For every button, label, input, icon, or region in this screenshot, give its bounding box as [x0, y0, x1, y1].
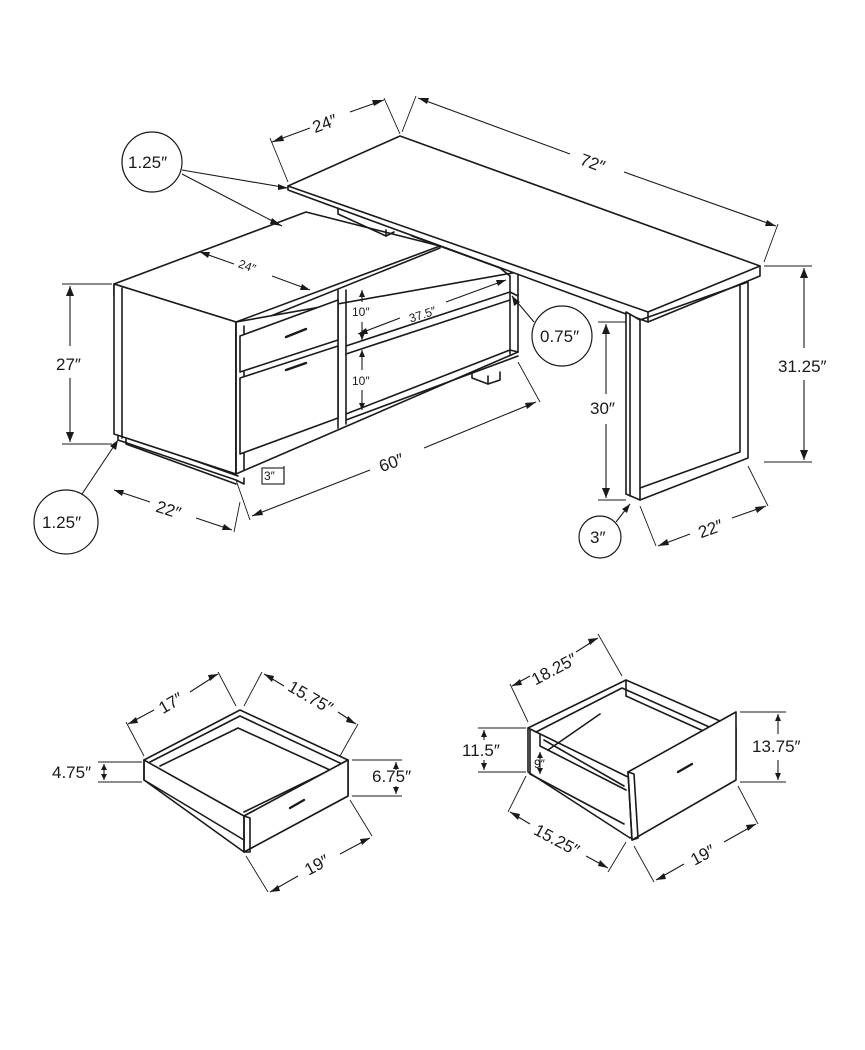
dim-cabinet-side-depth: 22″ — [113, 489, 241, 533]
label-shelf-thickness: 0.75″ — [540, 327, 579, 346]
label-file-front-width: 19″ — [687, 841, 718, 869]
label-file-front-height: 13.75″ — [752, 737, 801, 756]
label-cabinet-side-depth: 22″ — [154, 497, 184, 523]
callout-leg-width: 3″ — [578, 503, 631, 559]
label-cabinet-height: 27″ — [56, 355, 81, 374]
label-small-front-height: 6.75″ — [372, 767, 411, 786]
dim-file-front-height: 13.75″ — [740, 711, 801, 783]
dim-cabinet-height: 27″ — [56, 283, 112, 445]
dim-knee-height: 30″ — [590, 321, 626, 501]
desk-drawing: 24″ 72″ 1.25″ 24″ — [33, 95, 827, 559]
dim-cabinet-depth: 24″ — [199, 251, 311, 291]
label-small-side-height: 4.75″ — [52, 763, 91, 782]
callout-top-thickness: 1.25″ — [121, 131, 289, 227]
dim-small-side-height: 4.75″ — [52, 761, 142, 783]
label-leg-clearance: 3″ — [264, 469, 276, 483]
small-drawer-drawing: 17″ 15.75″ 4.75″ 6 — [52, 671, 411, 893]
label-top-thickness: 1.25″ — [128, 153, 167, 172]
dim-leg-depth: 22″ — [639, 465, 769, 547]
label-knee-height: 30″ — [590, 399, 615, 418]
dim-overall-height: 31.25″ — [764, 265, 827, 463]
label-top-length: 72″ — [578, 150, 608, 176]
dim-leg-clearance: 3″ — [261, 466, 285, 485]
dim-file-side-height: 11.5″ — [462, 727, 526, 773]
cabinet-body — [113, 211, 519, 475]
label-overall-height: 31.25″ — [778, 357, 827, 376]
dim-shelf-upper: 10″ — [352, 290, 370, 340]
label-small-front-width: 19″ — [301, 851, 332, 879]
desk-leg-right — [625, 281, 749, 501]
label-file-side-height: 11.5″ — [462, 741, 500, 760]
label-leg-depth: 22″ — [696, 516, 726, 542]
dim-small-front-height: 6.75″ — [352, 759, 411, 797]
label-cabinet-length: 60″ — [376, 450, 406, 476]
label-shelf-upper: 10″ — [352, 305, 370, 319]
label-file-inner-height: 9″ — [534, 757, 546, 771]
label-cabinet-depth: 24″ — [236, 257, 258, 276]
callout-base-thickness: 1.25″ — [33, 439, 119, 555]
label-base-thickness: 1.25″ — [42, 513, 81, 532]
label-shelf-lower: 10″ — [352, 374, 370, 388]
cabinet-leg — [471, 369, 501, 385]
label-file-depth: 18.25″ — [528, 650, 580, 690]
file-drawer-drawing: 18.25″ 11.5″ 9″ 13.75″ — [462, 633, 801, 883]
label-small-depth: 17″ — [155, 689, 186, 718]
label-small-width: 15.75″ — [285, 677, 337, 718]
desk-top — [287, 135, 761, 323]
callout-shelf-thickness: 0.75″ — [511, 295, 593, 367]
label-file-width: 15.25″ — [531, 820, 583, 860]
label-leg-width: 3″ — [590, 528, 605, 547]
label-top-depth: 24″ — [310, 110, 340, 136]
dim-top-depth: 24″ — [269, 97, 401, 183]
dim-file-inner-height: 9″ — [534, 752, 546, 774]
dim-shelf-lower: 10″ — [352, 350, 370, 410]
